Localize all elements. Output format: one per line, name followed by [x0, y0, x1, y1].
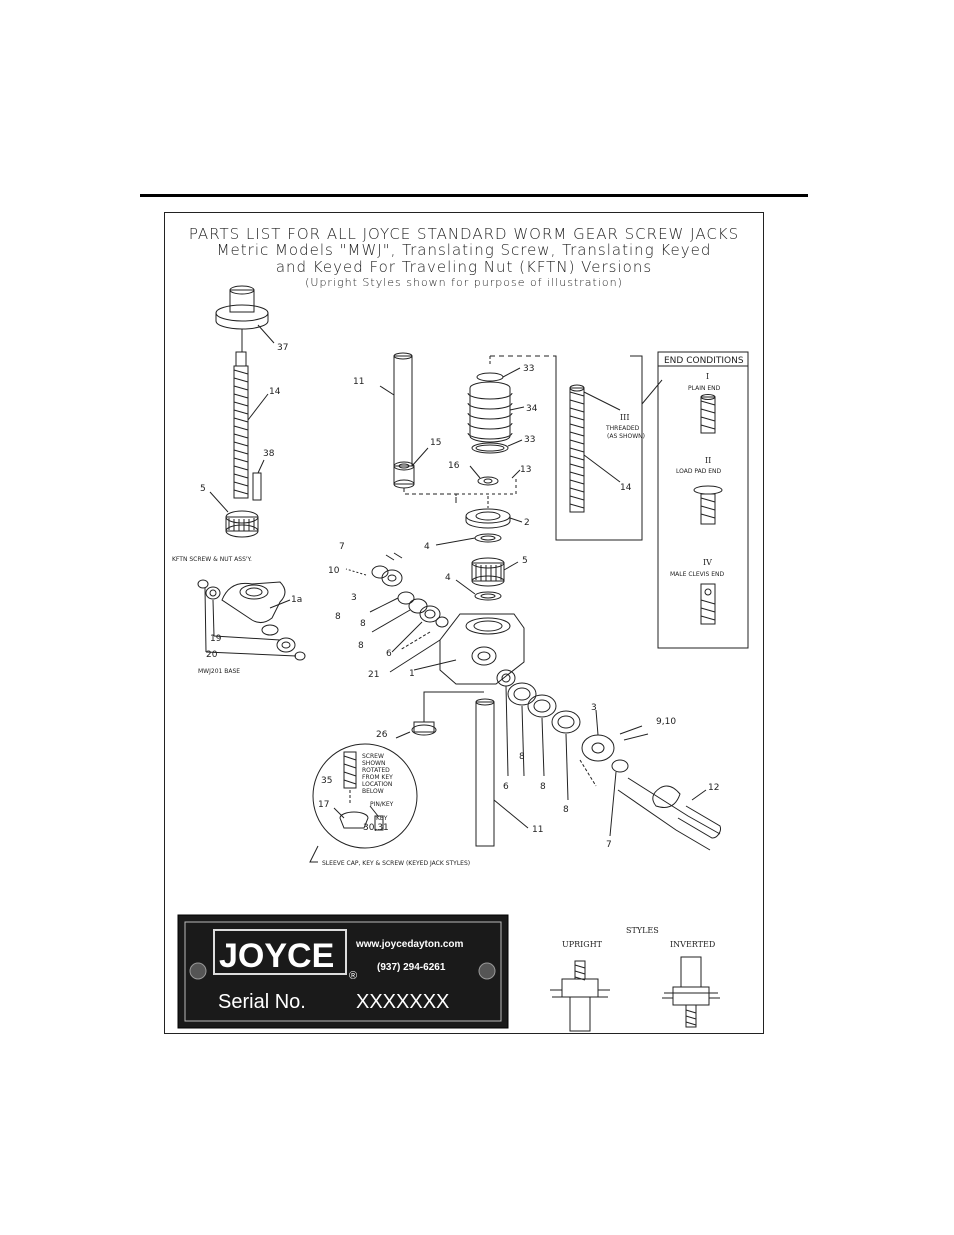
- key-label: KEY: [376, 815, 388, 822]
- plate-screw-right-icon: [478, 962, 496, 980]
- callout-numbers: 37 14 38 5 11 15 16 13 2 33 34 33 14 4 4…: [200, 343, 719, 850]
- main-housing: [345, 533, 721, 851]
- plate-phone: (937) 294-6261: [377, 962, 446, 973]
- screw-note-1: SCREW: [362, 753, 384, 760]
- boot-assembly: [467, 355, 557, 456]
- end-conditions-heading: END CONDITIONS: [664, 356, 744, 366]
- callout-3-left: 3: [351, 593, 357, 603]
- screw-note-2: SHOWN: [362, 760, 385, 767]
- callout-14-left: 14: [269, 387, 281, 397]
- callout-11-lower: 11: [532, 825, 543, 835]
- callout-7-lower: 7: [606, 840, 612, 850]
- end-numeral-1: I: [706, 372, 709, 381]
- callout-12: 12: [708, 783, 719, 793]
- title-line-2: Metric Models "MWJ", Translating Screw, …: [216, 241, 712, 259]
- title-line-3: and Keyed For Traveling Nut (KFTN) Versi…: [275, 258, 653, 276]
- screw-note-4: FROM KEY: [362, 774, 393, 781]
- plate-screw-left-icon: [189, 962, 207, 980]
- upper-center-parts: [379, 352, 523, 529]
- callout-8-d: 8: [519, 752, 525, 762]
- pinkey-label: PIN/KEY: [370, 801, 394, 808]
- right-screw: [555, 355, 663, 541]
- callout-14-right: 14: [620, 483, 632, 493]
- callout-6-right: 6: [503, 782, 509, 792]
- callout-8-b: 8: [360, 619, 366, 629]
- diagram-frame: [164, 212, 764, 1034]
- end-name-4: MALE CLEVIS END: [670, 571, 725, 578]
- screw-note-6: BELOW: [362, 788, 384, 795]
- callout-33-bottom: 33: [524, 435, 535, 445]
- callout-15: 15: [430, 438, 441, 448]
- plate-serial-label: Serial No.: [218, 991, 306, 1013]
- callout-9-10: 9,10: [656, 717, 676, 727]
- plate-serial-value: XXXXXXX: [356, 991, 449, 1013]
- callout-30-31: 30,31: [363, 823, 389, 833]
- screw-note-3: ROTATED: [362, 767, 390, 774]
- callout-8-e: 8: [540, 782, 546, 792]
- top-rule: [140, 194, 808, 197]
- end-name-2: LOAD PAD END: [676, 468, 722, 475]
- callout-3-right: 3: [591, 703, 597, 713]
- end-numeral-2: II: [705, 456, 711, 465]
- callout-37: 37: [277, 343, 288, 353]
- style-upright-label: UPRIGHT: [562, 940, 603, 949]
- threaded-numeral: III: [620, 413, 629, 422]
- callout-26: 26: [376, 730, 388, 740]
- callout-33-top: 33: [523, 364, 534, 374]
- callout-35: 35: [321, 776, 332, 786]
- callout-21: 21: [368, 670, 379, 680]
- callout-5-left: 5: [200, 484, 206, 494]
- callout-8-c: 8: [358, 641, 364, 651]
- callout-19: 19: [210, 634, 222, 644]
- callout-4-lower: 4: [445, 573, 451, 583]
- plate-website: www.joycedayton.com: [355, 939, 464, 950]
- title-line-1: PARTS LIST FOR ALL JOYCE STANDARD WORM G…: [188, 225, 740, 243]
- callout-16: 16: [448, 461, 460, 471]
- callout-8-a: 8: [335, 612, 341, 622]
- kftn-label: KFTN SCREW & NUT ASS'Y.: [172, 556, 252, 563]
- threaded-note: (AS SHOWN): [607, 433, 645, 440]
- callout-20: 20: [206, 650, 218, 660]
- callout-5-center: 5: [522, 556, 528, 566]
- plate-brand: JOYCE: [219, 937, 334, 975]
- callout-17: 17: [318, 800, 329, 810]
- title-line-4: (Upright Styles shown for purpose of ill…: [305, 276, 623, 289]
- callout-10: 10: [328, 566, 340, 576]
- screw-note-5: LOCATION: [362, 781, 392, 788]
- callout-2: 2: [524, 518, 530, 528]
- callout-1: 1: [409, 669, 415, 679]
- threaded-label: THREADED: [605, 425, 640, 432]
- styles-sketches: [550, 956, 720, 1032]
- callout-6-left: 6: [386, 649, 392, 659]
- base-label: MWJ201 BASE: [198, 668, 240, 675]
- mwj201-base: [197, 579, 306, 661]
- serial-plate: JOYCE ® www.joycedayton.com (937) 294-62…: [177, 914, 509, 1029]
- callout-8-f: 8: [563, 805, 569, 815]
- end-numeral-4: IV: [703, 558, 712, 567]
- style-inverted-label: INVERTED: [670, 940, 715, 949]
- callout-7-upper: 7: [339, 542, 345, 552]
- sleeve-label: SLEEVE CAP, KEY & SCREW (KEYED JACK STYL…: [322, 860, 470, 867]
- callout-1a: 1a: [291, 595, 302, 605]
- diagram-labels: KFTN SCREW & NUT ASS'Y. MWJ201 BASE SLEE…: [172, 356, 744, 949]
- callout-13: 13: [520, 465, 531, 475]
- callout-38: 38: [263, 449, 275, 459]
- callout-34: 34: [526, 404, 538, 414]
- callout-4-upper: 4: [424, 542, 430, 552]
- end-name-1: PLAIN END: [688, 385, 721, 392]
- end-conditions-box: [657, 351, 749, 649]
- sleeve-cap-detail: [309, 743, 418, 863]
- plate-registered: ®: [349, 970, 357, 982]
- kftn-assembly: [209, 285, 275, 538]
- callout-11-upper: 11: [353, 377, 364, 387]
- styles-heading: STYLES: [626, 926, 659, 935]
